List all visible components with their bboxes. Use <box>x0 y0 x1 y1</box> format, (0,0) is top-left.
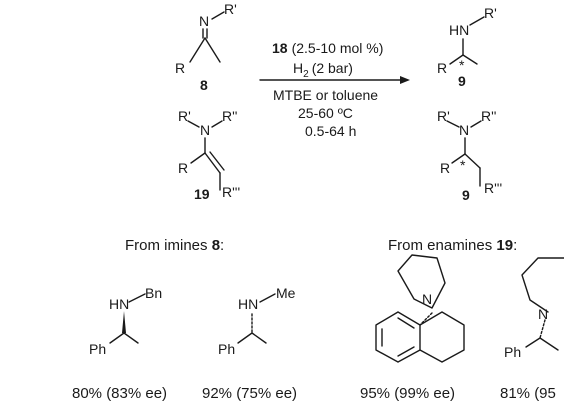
ex2-c-ph-bond <box>237 332 253 344</box>
imines-heading-number: 8 <box>212 237 220 254</box>
example-n-benzyl-amine: HN Bn Ph 80% (83% ee) <box>72 285 167 402</box>
product-t-c-r-bond <box>451 153 466 164</box>
ex2-ph-label: Ph <box>218 341 235 357</box>
ex1-hn-atom: HN <box>109 296 129 312</box>
product-t-stereo-mark: * <box>460 157 466 173</box>
product-c-r-bond <box>449 54 464 65</box>
time-text: 0.5-64 h <box>305 123 356 139</box>
product-t-n-atom: N <box>459 122 469 138</box>
catalyst-line: 18(2.5-10 mol %) <box>272 40 383 56</box>
product-t-r-triple-label: R''' <box>484 180 502 196</box>
product-t-c-ch2-bond <box>464 153 481 169</box>
enamine-compound-number: 19 <box>194 186 210 202</box>
product-r-label: R <box>437 60 447 76</box>
reaction-arrow-head <box>400 76 410 84</box>
solvent-text: MTBE or toluene <box>273 87 378 103</box>
reaction-conditions: 18(2.5-10 mol %) H2(2 bar) MTBE or tolue… <box>259 40 410 139</box>
ex1-ph-label: Ph <box>89 341 106 357</box>
product-t-number: 9 <box>462 187 470 203</box>
ex3-aromatic-inner-3 <box>397 317 415 329</box>
imines-heading-prefix: From imines <box>125 237 212 254</box>
ex1-c-ph-bond <box>109 332 125 344</box>
ex1-c-methyl-bond <box>123 332 139 344</box>
product-t-n-r-prime-bond <box>446 120 460 128</box>
product-n-r-prime-bond <box>469 16 485 26</box>
ex3-hash-bond <box>419 312 433 326</box>
imine-r-prime-label: R' <box>224 1 237 17</box>
enamine-n-r-double-bond <box>211 120 223 128</box>
ex2-c-methyl-bond <box>251 332 267 344</box>
ex4-pyrrolidine-ring <box>521 257 564 313</box>
product-c-methyl-bond <box>462 54 478 65</box>
product-t-r-double-label: R'' <box>481 108 496 124</box>
enamine-n-r-prime-bond <box>187 120 200 128</box>
imines-heading-suffix: : <box>220 237 224 254</box>
enamine-r-triple-label: R''' <box>222 184 240 200</box>
enamine-n-atom: N <box>200 122 210 138</box>
product-amine-number: 9 <box>458 73 466 89</box>
ex4-hash-bond <box>539 319 546 339</box>
ex1-bn-label: Bn <box>145 285 162 301</box>
ex4-c-ph-bond <box>525 337 541 348</box>
product-tertiary-amine-structure: R' N R'' R * R''' 9 <box>437 108 502 203</box>
imine-n-atom: N <box>199 13 209 29</box>
product-amine-9-structure: HN R' R * 9 <box>437 5 497 89</box>
hydrogen-pressure: (2 bar) <box>312 60 353 76</box>
ex3-aromatic-inner-2 <box>397 346 415 357</box>
imine-compound-number: 8 <box>200 77 208 93</box>
ex2-hn-atom: HN <box>238 296 258 312</box>
hydrogen-line: H2(2 bar) <box>293 60 353 80</box>
enamine-c-r-bond <box>190 152 206 164</box>
catalyst-loading: (2.5-10 mol %) <box>292 40 384 56</box>
catalyst-number: 18 <box>272 40 288 56</box>
ex4-yield: 81% (95 <box>500 385 556 402</box>
product-r-prime-label: R' <box>484 5 497 21</box>
imines-heading: From imines 8: <box>125 237 224 254</box>
enamines-heading-suffix: : <box>513 237 517 254</box>
ex1-n-bn-bond <box>128 293 146 303</box>
ex1-wedge-bond <box>122 311 126 333</box>
ex2-yield: 92% (75% ee) <box>202 385 297 402</box>
product-t-r-label: R <box>440 160 450 176</box>
product-t-n-r-double-bond <box>470 120 482 128</box>
enamine-r-double-label: R'' <box>222 108 237 124</box>
ex4-ph-label: Ph <box>504 344 521 360</box>
ex2-me-label: Me <box>276 285 296 301</box>
hydrogen-symbol: H <box>293 60 303 76</box>
ex3-yield: 95% (99% ee) <box>360 385 455 402</box>
hydrogen-subscript: 2 <box>303 69 309 80</box>
product-t-r-prime-label: R' <box>437 108 450 124</box>
example-n-methyl-amine: HN Me Ph 92% (75% ee) <box>202 285 297 402</box>
product-hn-atom: HN <box>449 22 469 38</box>
ex4-n-atom: N <box>538 306 548 322</box>
enamines-heading-number: 19 <box>496 237 513 254</box>
enamines-heading-prefix: From enamines <box>388 237 496 254</box>
enamines-heading: From enamines 19: <box>388 237 517 254</box>
imine-n-r-bond <box>211 11 225 20</box>
enamine-double-bond-a <box>204 152 221 174</box>
example-phenethyl-pyrrolidine: N Ph 81% (95 <box>500 257 564 402</box>
temperature-text: 25-60 ºC <box>298 105 353 121</box>
product-stereo-mark: * <box>459 57 465 73</box>
imine-8-structure: N R' R 8 <box>175 1 237 93</box>
imine-r-bond <box>189 37 206 63</box>
example-tetrahydronaphthyl-pyrrolidine: N 95% (99% ee) <box>360 254 465 402</box>
enamine-double-bond-b <box>209 151 225 171</box>
ex1-yield: 80% (83% ee) <box>72 385 167 402</box>
enamine-r-label: R <box>178 160 188 176</box>
ex3-n-atom: N <box>422 291 432 307</box>
enamine-19-structure: R' N R'' R R''' 19 <box>178 108 240 202</box>
imine-r-label: R <box>175 60 185 76</box>
ex2-n-me-bond <box>259 293 276 303</box>
enamine-r-prime-label: R' <box>178 108 191 124</box>
imine-methyl-bond <box>204 37 221 63</box>
ex4-c-methyl-bond <box>539 337 559 351</box>
ex3-saturated-ring <box>419 311 465 363</box>
ex3-pyrrolidine-ring <box>397 254 446 309</box>
